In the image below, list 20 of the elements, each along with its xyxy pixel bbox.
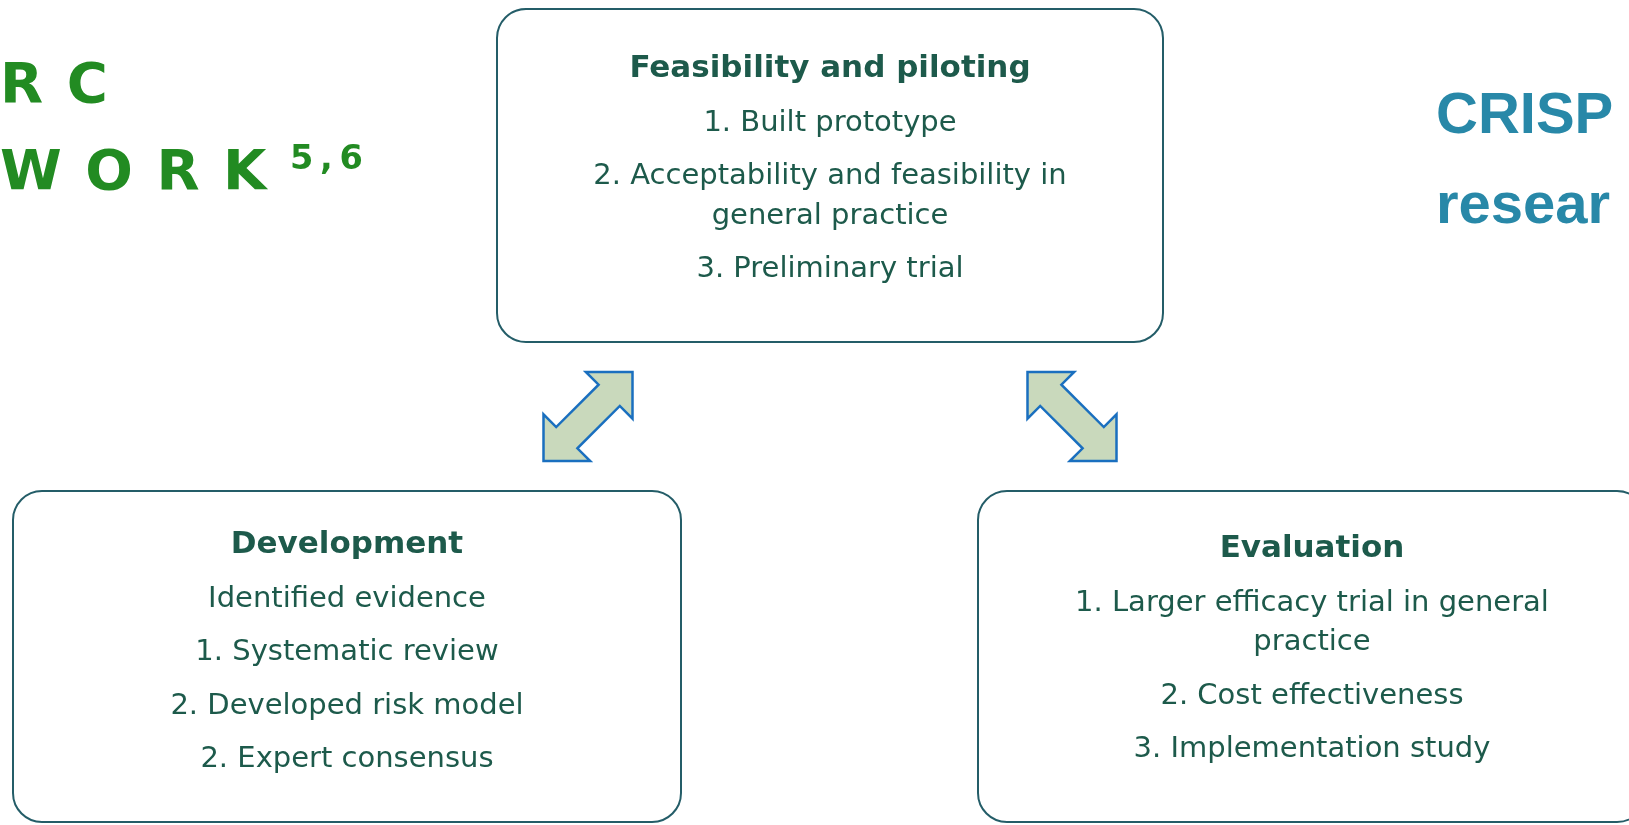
stage-heading: Development <box>230 523 464 562</box>
stage-heading: Feasibility and piloting <box>629 47 1031 86</box>
stage-item: 2. Developed risk model <box>170 685 524 723</box>
stage-item: 1. Systematic review <box>195 632 499 670</box>
stage-heading: Evaluation <box>1219 527 1405 566</box>
stage-item: 2. Cost effectiveness <box>1160 675 1464 713</box>
stage-item: 3. Preliminary trial <box>696 248 964 286</box>
stage-item: 3. Implementation study <box>1133 728 1491 766</box>
stage-item: 1. Built prototype <box>703 103 957 141</box>
stage-box <box>12 490 682 823</box>
stage-item: Identified evidence <box>208 579 486 617</box>
stage-item: 1. Larger efficacy trial in general practice <box>1074 583 1550 660</box>
stage-box <box>496 8 1164 343</box>
double-arrow <box>1026 370 1118 463</box>
heading-text: CRISP resear <box>1436 79 1614 237</box>
stage-box <box>977 490 1629 823</box>
heading-text: RC WORK$^{5,6}$ <box>0 49 371 204</box>
stage-item: 2. Expert consensus <box>200 738 494 776</box>
double-arrow <box>542 370 634 463</box>
stage-item: 2. Acceptability and feasibility in general practice <box>592 156 1068 233</box>
